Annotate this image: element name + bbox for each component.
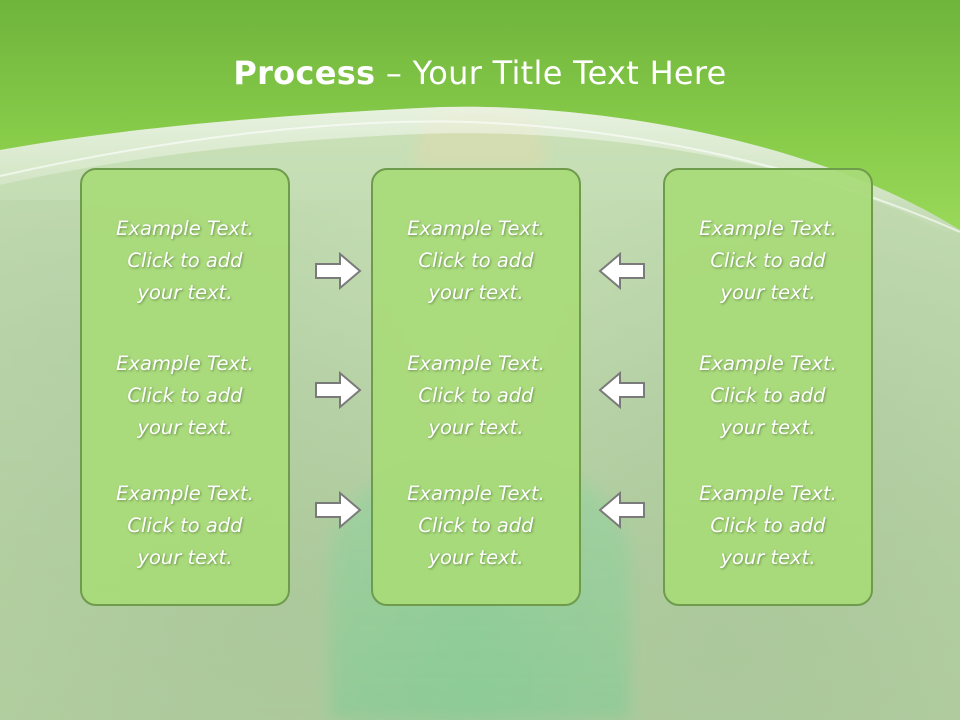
text-line: your text. <box>428 416 524 439</box>
arrow-right-icon[interactable] <box>313 370 363 410</box>
text-line: your text. <box>428 546 524 569</box>
text-line: Click to add <box>710 384 826 407</box>
text-placeholder[interactable]: Example Text. Click to add your text. <box>373 213 579 309</box>
text-line: Click to add <box>418 514 534 537</box>
text-placeholder[interactable]: Example Text. Click to add your text. <box>665 213 871 309</box>
text-line: Example Text. <box>116 352 254 375</box>
arrow-right-icon[interactable] <box>313 490 363 530</box>
text-line: Example Text. <box>116 217 254 240</box>
text-placeholder[interactable]: Example Text. Click to add your text. <box>373 348 579 444</box>
text-placeholder[interactable]: Example Text. Click to add your text. <box>82 213 288 309</box>
arrow-left-icon[interactable] <box>597 490 647 530</box>
text-placeholder[interactable]: Example Text. Click to add your text. <box>82 348 288 444</box>
text-line: your text. <box>720 416 816 439</box>
text-placeholder[interactable]: Example Text. Click to add your text. <box>665 348 871 444</box>
text-line: your text. <box>137 416 233 439</box>
text-placeholder[interactable]: Example Text. Click to add your text. <box>373 478 579 574</box>
text-line: Click to add <box>418 384 534 407</box>
text-placeholder[interactable]: Example Text. Click to add your text. <box>82 478 288 574</box>
text-line: Example Text. <box>116 482 254 505</box>
text-line: Click to add <box>127 249 243 272</box>
text-line: Click to add <box>127 384 243 407</box>
title-rest: – Your Title Text Here <box>375 54 727 92</box>
process-box-left[interactable]: Example Text. Click to add your text. Ex… <box>80 168 290 606</box>
text-line: Example Text. <box>699 217 837 240</box>
text-line: Click to add <box>710 249 826 272</box>
text-line: Example Text. <box>407 352 545 375</box>
arrow-left-icon[interactable] <box>597 251 647 291</box>
text-line: Example Text. <box>407 217 545 240</box>
arrow-left-icon[interactable] <box>597 370 647 410</box>
process-box-middle[interactable]: Example Text. Click to add your text. Ex… <box>371 168 581 606</box>
slide-title[interactable]: Process – Your Title Text Here <box>0 54 960 92</box>
text-line: Click to add <box>127 514 243 537</box>
text-line: your text. <box>720 281 816 304</box>
text-line: Example Text. <box>699 482 837 505</box>
text-line: your text. <box>428 281 524 304</box>
text-placeholder[interactable]: Example Text. Click to add your text. <box>665 478 871 574</box>
text-line: Click to add <box>710 514 826 537</box>
text-line: your text. <box>137 546 233 569</box>
text-line: your text. <box>720 546 816 569</box>
process-box-right[interactable]: Example Text. Click to add your text. Ex… <box>663 168 873 606</box>
arrow-right-icon[interactable] <box>313 251 363 291</box>
title-bold: Process <box>233 54 376 92</box>
text-line: your text. <box>137 281 233 304</box>
text-line: Example Text. <box>699 352 837 375</box>
text-line: Click to add <box>418 249 534 272</box>
text-line: Example Text. <box>407 482 545 505</box>
